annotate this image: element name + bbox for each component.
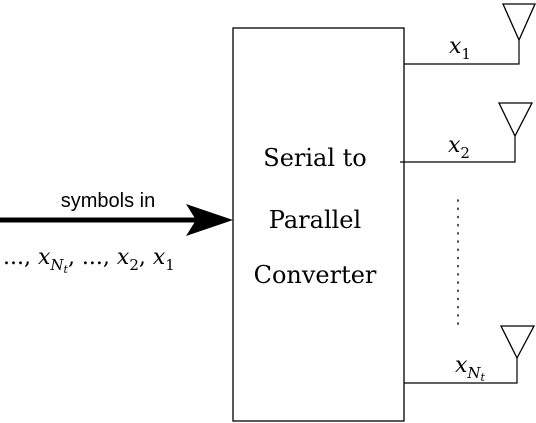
converter-label-line-1: Serial to xyxy=(263,144,367,172)
seq-prefix: ..., xyxy=(3,245,38,270)
seq-first-subsub: t xyxy=(64,263,69,276)
converter-label-line-3: Converter xyxy=(254,261,377,289)
seq-first-sub: N xyxy=(49,256,64,274)
output-nt-symbol: x xyxy=(455,353,468,378)
seq-sep: , xyxy=(139,245,153,270)
seq-third-sub: 1 xyxy=(165,256,175,274)
seq-first-symbol: x xyxy=(38,245,51,270)
antenna-icon-2 xyxy=(497,102,534,138)
output-label-2: x2 xyxy=(448,133,470,162)
output-1-symbol: x xyxy=(449,34,462,59)
output-nt-subsub: t xyxy=(481,371,486,384)
antenna-icon-1 xyxy=(501,3,536,42)
output-line-2 xyxy=(400,136,516,163)
input-caption: symbols in xyxy=(61,190,155,212)
seq-middle: , ..., xyxy=(68,245,117,270)
output-nt-sub: N xyxy=(466,364,481,382)
output-1-sub: 1 xyxy=(461,45,471,63)
seq-second-symbol: x xyxy=(117,245,130,270)
input-symbol-sequence: ..., xNt, ..., x2, x1 xyxy=(3,245,175,276)
converter-block xyxy=(232,27,405,422)
seq-second-sub: 2 xyxy=(129,256,139,274)
seq-third-symbol: x xyxy=(153,245,166,270)
output-label-1: x1 xyxy=(449,34,471,63)
input-arrow-head xyxy=(186,204,233,236)
output-label-nt: xNt xyxy=(455,353,486,384)
output-2-symbol: x xyxy=(448,133,461,158)
converter-label-line-2: Parallel xyxy=(269,206,361,234)
output-line-1 xyxy=(404,40,520,65)
antenna-icon-nt xyxy=(499,325,536,360)
output-line-nt xyxy=(404,358,518,384)
output-2-sub: 2 xyxy=(460,144,470,162)
